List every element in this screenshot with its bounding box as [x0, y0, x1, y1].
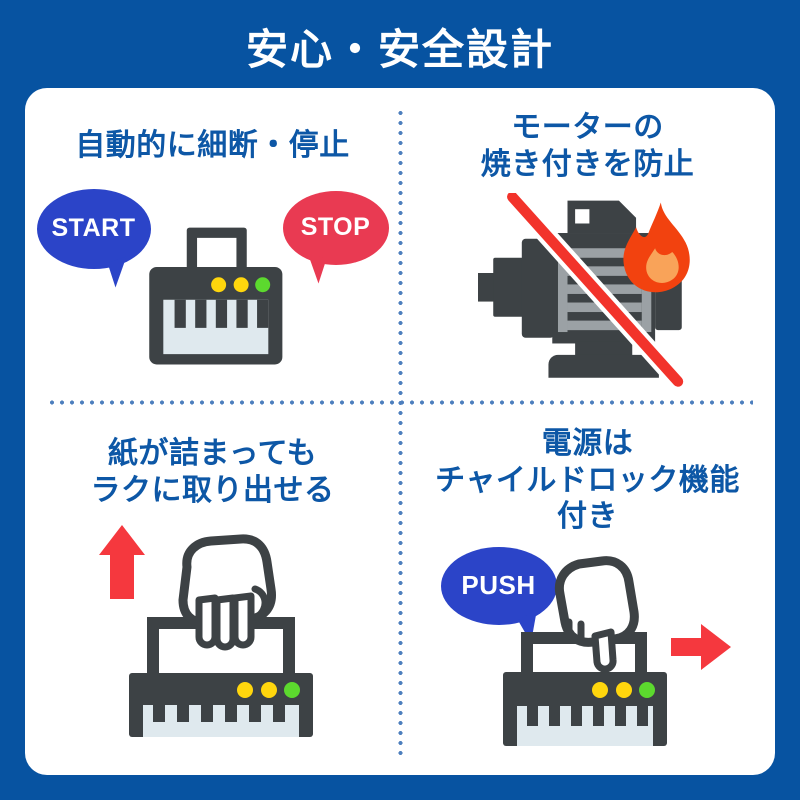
- vertical-dotted-divider: [398, 108, 403, 755]
- motor-no-overheat-icon: [478, 187, 690, 392]
- auto-cut-stop-illustration: START STOP: [35, 179, 391, 371]
- motor-base: [548, 355, 659, 378]
- feature-motor-protection: モーターの 焼き付きを防止: [400, 88, 775, 402]
- paper-shredder-icon: [148, 227, 282, 365]
- indicator-dot: [210, 276, 226, 292]
- indicator-dot: [233, 276, 249, 292]
- page-title: 安心・安全設計: [245, 26, 554, 73]
- prohibition-slash: [507, 191, 684, 387]
- indicator-dot: [283, 682, 300, 699]
- feature-title: 紙が詰まっても ラクに取り出せる: [90, 437, 335, 507]
- pressing-hand-icon: [554, 556, 639, 673]
- stop-speech-bubble: STOP: [282, 190, 389, 265]
- up-arrow-icon: [98, 525, 145, 600]
- indicator-dot: [260, 682, 277, 699]
- start-label: START: [51, 214, 136, 243]
- jam-removal-illustration: [95, 525, 355, 745]
- feature-auto-cut-stop: 自動的に細断・停止 START: [25, 88, 400, 402]
- grabbing-hand-icon: [178, 534, 276, 651]
- stop-label: STOP: [300, 213, 371, 242]
- content-panel: 自動的に細断・停止 START: [25, 88, 775, 775]
- indicator-dot: [236, 682, 253, 699]
- push-speech-bubble: PUSH: [440, 546, 557, 625]
- indicator-dot: [615, 681, 632, 698]
- feature-easy-jam-removal: 紙が詰まっても ラクに取り出せる: [25, 402, 400, 775]
- child-lock-illustration: PUSH: [423, 544, 753, 750]
- feature-child-lock: 電源は チャイルドロック機能 付き PUSH: [400, 402, 775, 775]
- indicator-dot: [638, 681, 655, 698]
- horizontal-dotted-divider: [47, 400, 753, 405]
- push-label: PUSH: [461, 570, 536, 601]
- start-speech-bubble: START: [36, 188, 151, 269]
- finger-push-power-icon: [502, 556, 731, 746]
- flame-icon: [623, 202, 690, 293]
- motor-illustration: [478, 187, 697, 398]
- hand-pulling-paper-icon: [98, 525, 313, 738]
- feature-title: モーターの 焼き付きを防止: [480, 111, 695, 181]
- indicator-dot: [591, 681, 608, 698]
- feature-title: 電源は チャイルドロック機能 付き: [435, 427, 740, 534]
- right-arrow-icon: [670, 623, 731, 670]
- indicator-dot: [254, 276, 270, 292]
- feature-title: 自動的に細断・停止: [75, 129, 350, 162]
- motor-junction-box: [567, 200, 637, 234]
